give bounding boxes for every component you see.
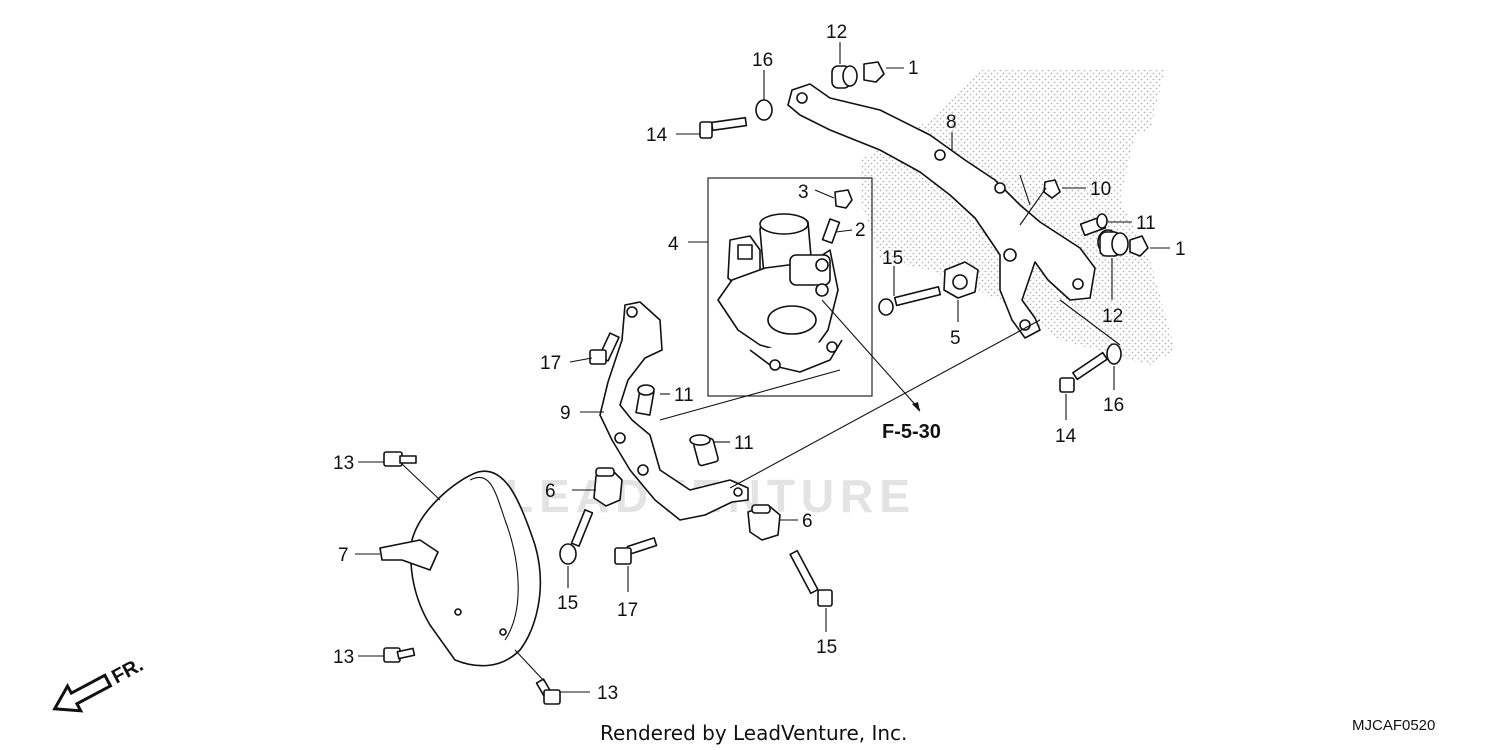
callout-13-left: 13 <box>333 647 354 668</box>
callout-11-mid: 11 <box>674 385 694 406</box>
callout-16-top: 16 <box>752 50 773 71</box>
grommet-6-left <box>593 467 623 507</box>
bolt-14-top <box>699 116 748 139</box>
front-marker-label: FR. <box>108 654 147 689</box>
bolt-13-bottom <box>535 678 561 705</box>
callout-10: 10 <box>1090 179 1111 200</box>
bushing-12-right <box>1097 229 1129 257</box>
grommet-6-right <box>747 504 781 541</box>
cap-1-top <box>863 61 885 83</box>
callout-12-right: 12 <box>1102 306 1123 327</box>
bolt-15-upper <box>878 285 942 316</box>
washer-16-top <box>755 99 773 121</box>
callout-16-right: 16 <box>1103 395 1124 416</box>
washer-16-right <box>1106 343 1122 365</box>
section-reference[interactable]: F-5-30 <box>882 421 941 443</box>
collar-11-lower <box>689 434 719 467</box>
callout-15-left: 15 <box>557 593 578 614</box>
callout-1-top: 1 <box>908 58 919 79</box>
bolt-13-left <box>383 647 416 663</box>
callout-3: 3 <box>798 182 809 203</box>
callouts: 1 1 2 3 4 5 6 6 7 8 9 10 11 11 11 12 12 … <box>333 22 1186 704</box>
callout-6-left: 6 <box>545 481 556 502</box>
callout-2: 2 <box>855 220 866 241</box>
callout-6-right: 6 <box>802 511 813 532</box>
upper-bracket <box>787 83 1096 339</box>
callout-13-bottom: 13 <box>597 683 618 704</box>
callout-7: 7 <box>338 545 349 566</box>
bolt-17-upper <box>589 332 620 365</box>
bolt-17-lower <box>614 537 658 565</box>
callout-9: 9 <box>560 403 571 424</box>
callout-14-right: 14 <box>1055 426 1077 447</box>
callout-13-top: 13 <box>333 453 354 474</box>
bolt-13-top <box>383 451 417 467</box>
callout-12-top: 12 <box>826 22 847 43</box>
callout-1-right: 1 <box>1175 239 1186 260</box>
collar-11-right <box>1079 213 1108 237</box>
cap-1-right <box>1129 235 1149 257</box>
leader-lines <box>355 42 1170 693</box>
callout-8: 8 <box>946 112 957 133</box>
callout-5: 5 <box>950 328 961 349</box>
lower-bracket <box>599 301 749 521</box>
grommet-5 <box>943 261 979 299</box>
callout-17-lower: 17 <box>617 600 638 621</box>
front-direction-arrow: FR. <box>52 654 147 713</box>
bushing-12-top <box>831 65 858 89</box>
bolt-14-right <box>1059 351 1108 393</box>
diagram-code: MJCAF0520 <box>1352 717 1435 734</box>
callout-15-right: 15 <box>816 637 837 658</box>
assembly-box <box>707 177 873 397</box>
callout-11-right: 11 <box>1136 213 1156 234</box>
callout-4: 4 <box>668 234 679 255</box>
callout-17-upper: 17 <box>540 353 561 374</box>
collar-11-mid <box>635 384 655 416</box>
bolt-15-right <box>789 549 833 607</box>
callout-14-top: 14 <box>646 125 668 146</box>
actuator-assembly <box>717 213 843 373</box>
small-fittings <box>821 189 853 244</box>
bolt-15-left <box>559 509 594 565</box>
callout-11-lower: 11 <box>734 433 754 454</box>
cover-7 <box>379 470 542 667</box>
callout-15-upper: 15 <box>882 248 903 269</box>
credit-text: Rendered by LeadVenture, Inc. <box>600 721 907 745</box>
